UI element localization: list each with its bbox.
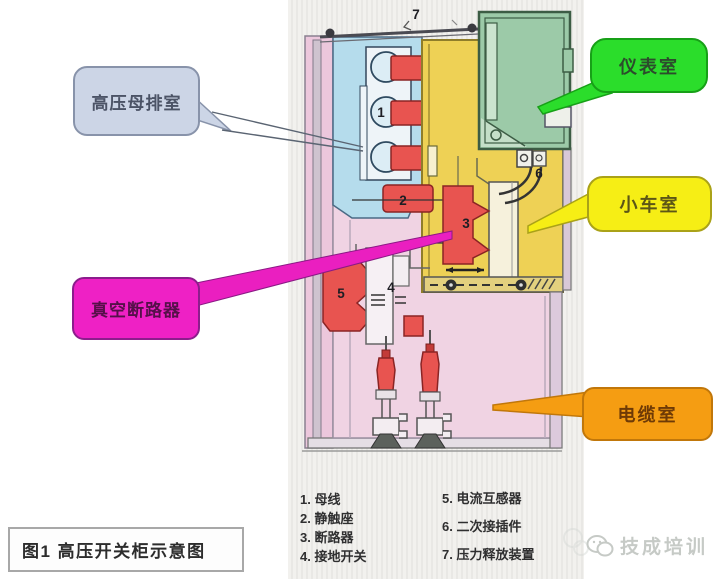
current-transformer	[322, 261, 369, 332]
marker-1: 1	[377, 105, 385, 120]
callout-busbar-room: 高压母排室	[73, 66, 200, 136]
static-contact	[352, 184, 448, 213]
earthing-switch	[365, 247, 424, 345]
legend-item: 5. 电流互感器	[442, 491, 522, 506]
callout-vacuum-breaker: 真空断路器	[72, 277, 200, 340]
wechat-icon	[586, 534, 614, 556]
legend-item: 2. 静触座	[300, 511, 354, 526]
marker-5: 5	[337, 286, 345, 301]
callout-cable-room: 电缆室	[582, 387, 713, 441]
legend-column-1: 1. 母线 2. 静触座 3. 断路器 4. 接地开关	[300, 490, 366, 566]
figure-caption: 图1 高压开关柜示意图	[8, 527, 244, 572]
marker-7: 7	[412, 7, 420, 22]
callout-trolley-room: 小车室	[587, 176, 712, 232]
marker-2: 2	[399, 193, 407, 208]
callout-instrument-room: 仪表室	[590, 38, 708, 93]
cable-termination-right	[414, 330, 452, 449]
secondary-connector	[498, 149, 547, 205]
instrument-room-region	[477, 10, 574, 151]
legend-item: 6. 二次接插件	[442, 519, 522, 534]
cabinet-roof	[319, 19, 479, 43]
marker-3: 3	[462, 216, 470, 231]
legend-item: 7. 压力释放装置	[442, 547, 535, 562]
marker-6: 6	[535, 166, 543, 181]
cable-termination-left	[370, 336, 408, 449]
watermark-text: 技成培训	[620, 537, 709, 558]
busbar-room-region	[332, 36, 425, 219]
cabinet-left-wall	[304, 35, 334, 449]
legend-item: 1. 母线	[300, 492, 341, 507]
marker-4: 4	[387, 280, 395, 295]
legend-column-2: 5. 电流互感器 6. 二次接插件 7. 压力释放装置	[442, 489, 534, 573]
legend-item: 3. 断路器	[300, 530, 354, 545]
legend-item: 4. 接地开关	[300, 549, 367, 564]
callout-pointers	[193, 75, 613, 418]
watermark: 技成培训	[586, 532, 708, 559]
trolley-rail	[423, 276, 564, 293]
